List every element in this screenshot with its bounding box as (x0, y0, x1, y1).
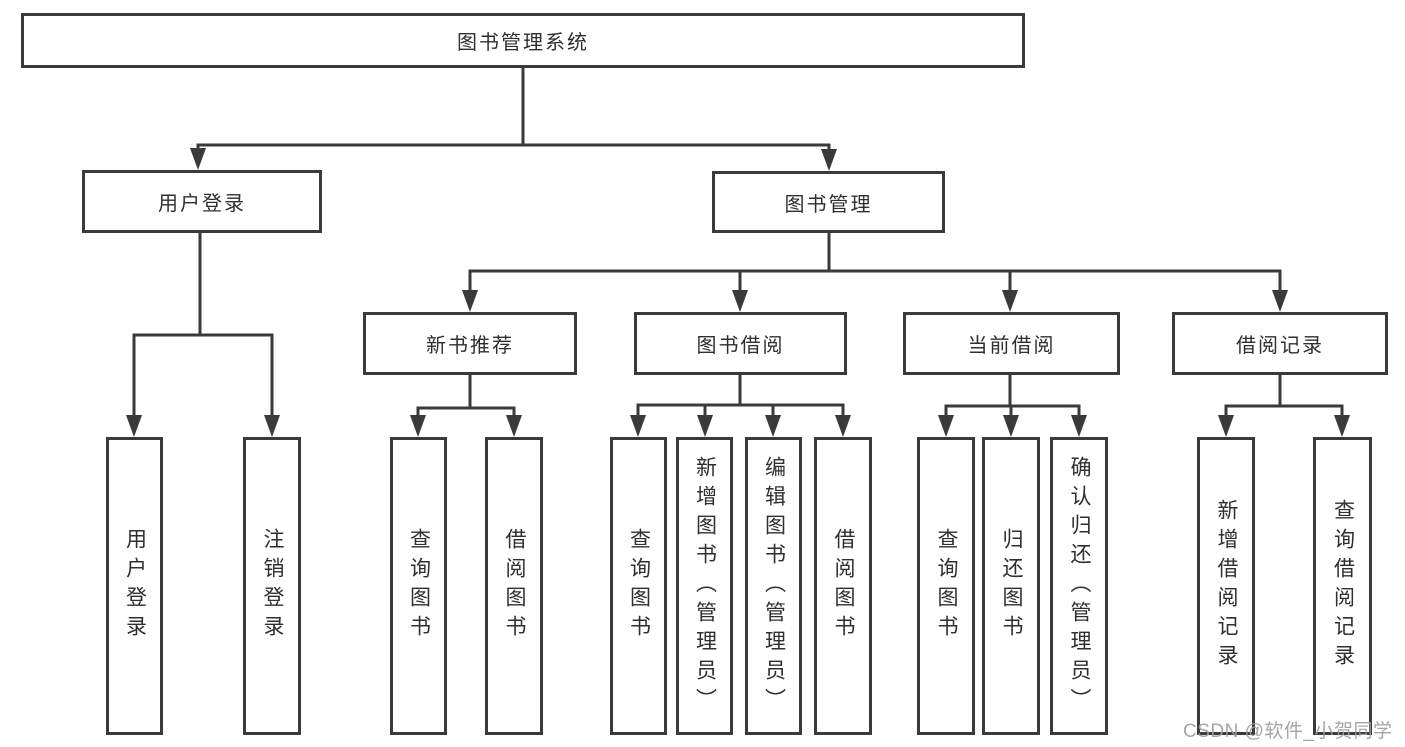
node-label: 用户登录 (158, 193, 246, 215)
node-user-login: 用户登录 (82, 170, 322, 233)
watermark: CSDN @软件_小贺同学 (1183, 721, 1393, 742)
node-current-borrowing: 当前借阅 (903, 312, 1120, 375)
leaf-add-borrow-record: 新增借阅记录 (1197, 437, 1255, 735)
arrowheads (126, 148, 1350, 437)
node-label: 新书推荐 (426, 335, 514, 357)
leaf-confirm-return-admin: 确认归还（管理员） (1050, 437, 1108, 735)
leaf-query-borrow-record: 查询借阅记录 (1313, 437, 1372, 735)
node-label: 当前借阅 (967, 335, 1056, 357)
leaf-label: 查询图书 (407, 528, 431, 644)
leaf-label: 编辑图书（管理员） (762, 455, 786, 717)
leaf-query-books-recommend: 查询图书 (390, 437, 447, 735)
node-label: 借阅记录 (1236, 335, 1324, 357)
leaf-label: 确认归还（管理员） (1068, 455, 1091, 717)
node-label: 图书借阅 (696, 335, 785, 357)
leaf-user-login: 用户登录 (106, 437, 163, 735)
node-label: 图书管理 (784, 193, 873, 216)
leaf-add-book-admin: 新增图书（管理员） (676, 437, 733, 735)
leaf-label: 借阅图书 (503, 528, 526, 644)
leaf-query-books-current: 查询图书 (917, 437, 975, 735)
node-book-management: 图书管理 (712, 171, 945, 233)
leaf-return-books: 归还图书 (982, 437, 1040, 735)
leaf-label: 新增图书（管理员） (693, 455, 717, 717)
leaf-label: 借阅图书 (832, 528, 855, 644)
node-borrowing-records: 借阅记录 (1172, 312, 1388, 375)
leaf-borrow-books-borrowing: 借阅图书 (814, 437, 872, 735)
leaf-edit-book-admin: 编辑图书（管理员） (745, 437, 802, 735)
leaf-label: 归还图书 (1000, 528, 1023, 644)
node-new-book-recommendation: 新书推荐 (363, 312, 577, 375)
leaf-label: 注销登录 (261, 528, 284, 644)
leaf-query-books-borrowing: 查询图书 (610, 437, 667, 735)
node-book-borrowing: 图书借阅 (634, 312, 847, 375)
leaf-label: 查询借阅记录 (1331, 499, 1355, 673)
node-label: 图书管理系统 (457, 32, 589, 54)
leaf-logout-login: 注销登录 (243, 437, 301, 735)
leaf-label: 查询图书 (935, 528, 958, 644)
leaf-label: 新增借阅记录 (1215, 499, 1238, 673)
node-library-management-system: 图书管理系统 (21, 13, 1025, 68)
leaf-label: 查询图书 (627, 528, 651, 644)
leaf-borrow-books-recommend: 借阅图书 (485, 437, 543, 735)
leaf-label: 用户登录 (123, 528, 147, 644)
